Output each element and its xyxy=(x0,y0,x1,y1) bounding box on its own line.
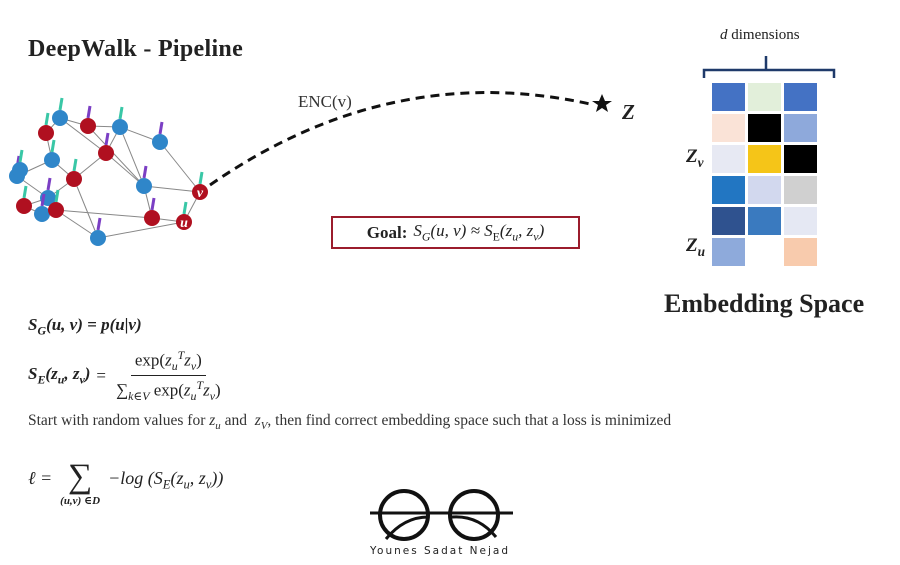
embedding-cell xyxy=(712,238,745,266)
dimension-brace xyxy=(702,56,836,78)
graph-node xyxy=(80,118,96,134)
embedding-cell xyxy=(712,207,745,235)
node-feature-bar xyxy=(50,139,56,153)
sigma-symbol: ∑ xyxy=(67,458,93,495)
graph-node xyxy=(34,206,50,222)
encoder-arc xyxy=(209,91,612,187)
graph-edge xyxy=(119,126,145,187)
graph-node xyxy=(152,134,168,150)
graph-node xyxy=(98,145,114,161)
glasses-logo xyxy=(370,489,513,541)
graph-edge xyxy=(55,209,99,239)
node-feature-bar xyxy=(58,97,64,111)
loss-expression: −log (SE(zu, zv)) xyxy=(108,468,224,492)
graph-node xyxy=(48,202,64,218)
graph-node xyxy=(176,214,192,230)
graph-node xyxy=(16,198,32,214)
row-label-zu: Zu xyxy=(686,235,706,259)
node-feature-bar xyxy=(142,165,148,179)
node-feature-bar xyxy=(54,189,60,203)
encoder-dashed-path xyxy=(209,91,591,187)
author-name: Younes Sadat Nejad xyxy=(370,545,511,557)
dimensions-label: d dimensions xyxy=(720,27,800,43)
embedding-space-title: Embedding Space xyxy=(664,289,865,318)
node-feature-bar xyxy=(158,121,164,135)
graph-node xyxy=(66,171,82,187)
embedding-cell xyxy=(748,83,781,111)
slide-title: DeepWalk - Pipeline xyxy=(28,36,244,62)
node-feature-bar xyxy=(198,171,204,185)
graph-edge xyxy=(59,117,107,154)
graph-edge xyxy=(159,141,201,193)
node-feature-bar xyxy=(40,193,46,207)
embedding-grid xyxy=(712,83,820,266)
goal-formula: SG(u, v) ≈ SE(zu, zv) xyxy=(413,220,545,244)
se-denominator: ∑k∈V exp(zuTzv) xyxy=(115,378,221,404)
graph-node xyxy=(52,110,68,126)
graph-edge xyxy=(143,185,201,193)
se-fraction: exp(zuTzv) ∑k∈V exp(zuTzv) xyxy=(112,348,225,404)
embedding-cell xyxy=(712,83,745,111)
embedding-cell xyxy=(784,145,817,173)
graph-diagram: vu xyxy=(9,97,208,246)
node-feature-bar xyxy=(182,201,188,215)
node-feature-bar xyxy=(96,217,102,231)
graph-edge xyxy=(97,221,185,239)
node-feature-bar xyxy=(46,177,52,191)
graph-node xyxy=(112,119,128,135)
graph-edge xyxy=(55,209,153,219)
node-feature-bar xyxy=(44,112,50,126)
sg-equation: SG(u, v) = p(u|v) xyxy=(28,315,142,338)
embedding-cell xyxy=(784,207,817,235)
graph-edge xyxy=(73,178,99,239)
star-icon xyxy=(592,94,612,112)
embedding-cell xyxy=(748,176,781,204)
graph-node xyxy=(38,125,54,141)
node-feature-bar xyxy=(22,185,28,199)
graph-node xyxy=(12,162,28,178)
row-label-zv: Zv xyxy=(686,146,704,170)
embedding-cell xyxy=(748,238,781,266)
loss-lhs: ℓ = xyxy=(28,468,53,488)
node-feature-bar xyxy=(150,197,156,211)
embedding-cell xyxy=(712,114,745,142)
encoder-label: ENC(v) xyxy=(298,92,352,111)
embedding-cell xyxy=(748,114,781,142)
node-feature-bar xyxy=(118,106,124,120)
sum-subscript: (u,v) ∈D xyxy=(60,495,101,507)
goal-prefix: Goal: xyxy=(366,222,408,242)
embedding-cell xyxy=(712,145,745,173)
embedding-cell xyxy=(784,114,817,142)
se-equation: SE(zu, zv) = exp(zuTzv) ∑k∈V exp(zuTzv) xyxy=(28,348,225,404)
node-feature-bar xyxy=(18,149,24,163)
node-feature-bar xyxy=(104,132,110,146)
encoder-target-label: Z xyxy=(622,100,635,124)
loss-sum: ∑ (u,v) ∈D xyxy=(60,458,101,508)
graph-edge xyxy=(87,125,145,187)
goal-box: Goal: SG(u, v) ≈ SE(zu, zv) xyxy=(331,216,580,249)
se-numerator: exp(zuTzv) xyxy=(130,348,206,377)
node-feature-bar xyxy=(86,105,92,119)
graph-node xyxy=(44,152,60,168)
node-feature-bar xyxy=(72,158,78,172)
graph-node xyxy=(90,230,106,246)
graph-node xyxy=(192,184,208,200)
embedding-cell xyxy=(748,207,781,235)
graph-node xyxy=(144,210,160,226)
embedding-cell xyxy=(784,83,817,111)
node-label-v: v xyxy=(197,186,204,201)
graph-node xyxy=(136,178,152,194)
se-lhs: SE(zu, zv) xyxy=(28,364,91,387)
embedding-cell xyxy=(784,176,817,204)
description-text: Start with random values for zu and zV, … xyxy=(28,412,672,433)
embedding-cell xyxy=(712,176,745,204)
embedding-cell xyxy=(748,145,781,173)
graph-edge xyxy=(105,152,145,187)
node-label-u: u xyxy=(180,216,188,231)
loss-equation: ℓ = ∑ (u,v) ∈D −log (SE(zu, zv)) xyxy=(28,458,224,508)
embedding-cell xyxy=(784,238,817,266)
